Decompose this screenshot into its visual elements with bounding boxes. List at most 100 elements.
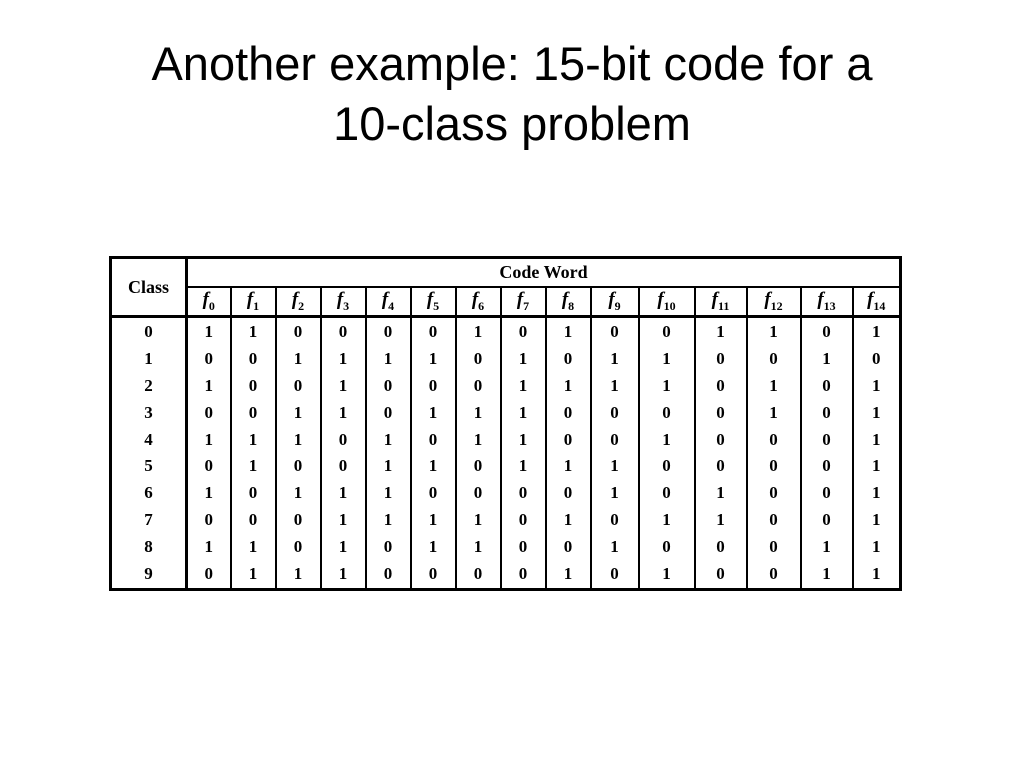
- bit-cell: 0: [545, 533, 592, 561]
- bit-cell: 1: [230, 560, 277, 590]
- function-header-f7: f7: [500, 287, 547, 318]
- bit-cell: 0: [694, 345, 748, 373]
- bit-cell: 0: [365, 316, 412, 346]
- bit-cell: 1: [410, 533, 457, 561]
- bit-cell: 0: [365, 533, 412, 561]
- bit-cell: 0: [186, 560, 232, 590]
- function-index: 12: [770, 298, 783, 313]
- function-index: 9: [614, 298, 621, 313]
- bit-cell: 1: [410, 345, 457, 373]
- function-header-f9: f9: [590, 287, 640, 318]
- function-index: 5: [433, 298, 440, 313]
- function-index: 6: [478, 298, 485, 313]
- function-name: f: [561, 289, 569, 311]
- class-cell: 8: [110, 533, 188, 561]
- bit-cell: 0: [230, 345, 277, 373]
- bit-cell: 0: [186, 506, 232, 534]
- bit-cell: 1: [320, 506, 367, 534]
- bit-cell: 0: [694, 399, 748, 427]
- function-header-f2: f2: [275, 287, 322, 318]
- bit-cell: 1: [275, 479, 322, 507]
- bit-cell: 0: [275, 372, 322, 400]
- bit-cell: 1: [275, 426, 322, 453]
- bit-cell: 1: [410, 399, 457, 427]
- function-index: 4: [388, 298, 395, 313]
- bit-cell: 1: [320, 372, 367, 400]
- bit-cell: 0: [694, 560, 748, 590]
- bit-cell: 1: [275, 399, 322, 427]
- slide-title-line-1: Another example: 15-bit code for a: [151, 37, 873, 90]
- bit-cell: 1: [186, 533, 232, 561]
- bit-cell: 0: [365, 399, 412, 427]
- function-index: 14: [873, 298, 886, 313]
- bit-cell: 0: [590, 399, 640, 427]
- bit-cell: 1: [320, 345, 367, 373]
- bit-cell: 1: [872, 456, 881, 476]
- code-word-header: Code Word: [186, 257, 901, 288]
- bit-cell: 1: [320, 533, 367, 561]
- bit-cell: 0: [275, 533, 322, 561]
- function-name: f: [657, 289, 664, 311]
- bit-cell: 0: [230, 372, 277, 400]
- bit-cell: 1: [275, 560, 322, 590]
- bit-cell: 1: [500, 452, 547, 480]
- bit-cell: 0: [410, 560, 457, 590]
- bit-cell: 1: [230, 533, 277, 561]
- function-name: f: [867, 289, 874, 311]
- bit-cell: 0: [746, 560, 802, 590]
- function-header-f10: f10: [638, 287, 696, 318]
- bit-cell: 0: [638, 452, 696, 480]
- bit-cell: 0: [590, 506, 640, 534]
- bit-cell: 0: [230, 479, 277, 507]
- function-name: f: [764, 289, 771, 311]
- function-name: f: [817, 289, 824, 311]
- bit-cell: 0: [500, 533, 547, 561]
- bit-cell: 1: [638, 560, 696, 590]
- bit-cell: 1: [500, 345, 547, 373]
- bit-cell: 1: [365, 479, 412, 507]
- bit-cell: 0: [694, 533, 748, 561]
- bit-cell: 1: [275, 345, 322, 373]
- bit-cell: 1: [638, 372, 696, 400]
- bit-cell: 1: [638, 345, 696, 373]
- bit-cell: 1: [638, 506, 696, 534]
- bit-cell: 1: [800, 345, 854, 373]
- bit-cell: 0: [800, 426, 854, 453]
- bit-cell: 1: [638, 426, 696, 453]
- bit-cell: 1: [746, 316, 802, 346]
- bit-cell: 0: [800, 316, 854, 346]
- function-name: f: [471, 289, 479, 311]
- bit-cell: 0: [872, 348, 881, 368]
- bit-cell: 1: [590, 452, 640, 480]
- bit-cell: 0: [275, 452, 322, 480]
- bit-cell: 1: [365, 426, 412, 453]
- bit-cell: 1: [186, 479, 232, 507]
- bit-cell: 1: [230, 316, 277, 346]
- bit-cell: 0: [275, 506, 322, 534]
- bit-cell: 1: [500, 372, 547, 400]
- function-index: 1: [253, 298, 260, 313]
- bit-cell: 1: [800, 533, 854, 561]
- bit-cell: 0: [275, 316, 322, 346]
- bit-cell: 0: [320, 452, 367, 480]
- bit-cell: 0: [410, 372, 457, 400]
- slide-title: Another example: 15-bit code for a 10-cl…: [0, 34, 1024, 154]
- bit-cell: 1: [694, 479, 748, 507]
- bit-cell: 0: [320, 426, 367, 453]
- bit-cell: 0: [746, 426, 802, 453]
- class-cell: 2: [110, 372, 188, 400]
- bit-cell: 1: [545, 560, 592, 590]
- bit-cell: 0: [800, 372, 854, 400]
- bit-cell: 0: [186, 452, 232, 480]
- function-name: f: [291, 289, 299, 311]
- bit-cell: 0: [590, 316, 640, 346]
- function-header-f1: f1: [230, 287, 277, 318]
- bit-cell: 1: [230, 452, 277, 480]
- class-cell: 9: [110, 560, 188, 590]
- bit-cell: 0: [638, 316, 696, 346]
- bit-cell: 0: [638, 399, 696, 427]
